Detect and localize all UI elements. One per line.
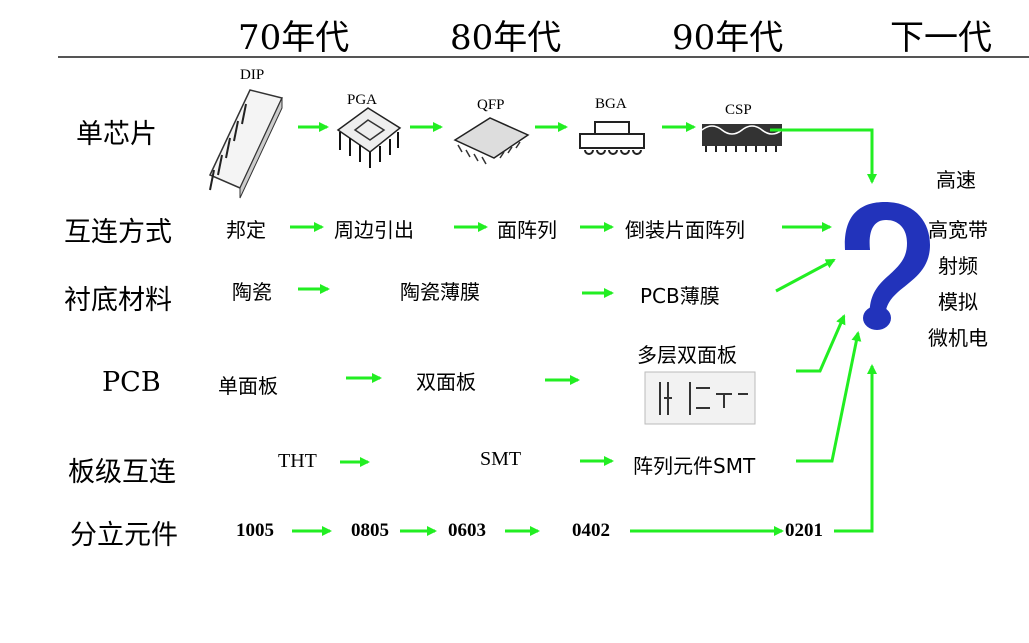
substrate-ceramic: 陶瓷 bbox=[232, 280, 272, 304]
discrete-0402: 0402 bbox=[572, 520, 610, 541]
package-label-qfp: QFP bbox=[477, 97, 505, 113]
era-next: 下一代 bbox=[890, 18, 992, 58]
era-70s: 70年代 bbox=[238, 18, 350, 58]
era-90s: 90年代 bbox=[672, 18, 784, 58]
future-high-bandwidth: 高宽带 bbox=[928, 218, 988, 242]
pcb-double-sided: 双面板 bbox=[416, 370, 476, 394]
pga-package-icon bbox=[336, 107, 402, 168]
row-label-discrete: 分立元件 bbox=[70, 520, 178, 551]
era-80s: 80年代 bbox=[450, 18, 562, 58]
interconnect-peripheral: 周边引出 bbox=[334, 218, 414, 242]
package-label-bga: BGA bbox=[595, 96, 627, 112]
package-label-csp: CSP bbox=[725, 102, 752, 118]
qfp-package-icon bbox=[453, 117, 530, 165]
board-smt: SMT bbox=[480, 448, 522, 470]
interconnect-bonding: 邦定 bbox=[226, 218, 266, 242]
question-mark-icon bbox=[844, 202, 930, 330]
csp-package-icon bbox=[701, 124, 783, 152]
future-rf: 射频 bbox=[938, 254, 978, 278]
substrate-ceramic-film: 陶瓷薄膜 bbox=[400, 280, 480, 304]
future-high-speed: 高速 bbox=[936, 168, 976, 192]
package-label-pga: PGA bbox=[347, 92, 378, 108]
substrate-pcb-film: PCB薄膜 bbox=[640, 284, 720, 308]
discrete-0805: 0805 bbox=[351, 520, 389, 541]
row-label-board: 板级互连 bbox=[68, 457, 176, 488]
discrete-0603: 0603 bbox=[448, 520, 486, 541]
row-label-chip: 单芯片 bbox=[76, 119, 157, 150]
board-tht: THT bbox=[278, 450, 317, 472]
package-label-dip: DIP bbox=[240, 67, 265, 83]
board-array-smt: 阵列元件SMT bbox=[633, 454, 756, 478]
bga-package-icon bbox=[579, 121, 645, 155]
row-label-substrate: 衬底材料 bbox=[64, 285, 172, 316]
future-analog: 模拟 bbox=[938, 290, 978, 314]
discrete-0201: 0201 bbox=[785, 520, 823, 541]
pcb-multilayer: 多层双面板 bbox=[637, 343, 737, 367]
discrete-1005: 1005 bbox=[236, 520, 274, 541]
future-mems: 微机电 bbox=[928, 326, 988, 350]
pcb-single-sided: 单面板 bbox=[218, 374, 278, 398]
interconnect-flipchip: 倒装片面阵列 bbox=[625, 218, 745, 242]
row-label-pcb: PCB bbox=[102, 367, 161, 398]
dip-package-icon bbox=[208, 89, 284, 199]
interconnect-area-array: 面阵列 bbox=[497, 218, 557, 242]
multilayer-board-icon bbox=[644, 371, 756, 425]
row-label-interconnect: 互连方式 bbox=[64, 217, 172, 248]
